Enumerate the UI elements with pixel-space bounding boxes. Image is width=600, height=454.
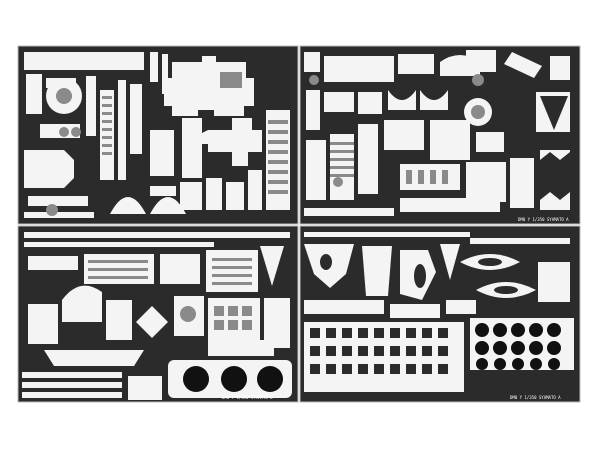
fret-bottom-left-caption: DM0 Y 1/350 SYAMATO B [222,395,273,400]
fret-top-left-details [46,72,288,216]
fret-bottom-left: DM0 Y 1/350 SYAMATO B [17,225,299,403]
fret-top-right-caption: DM0 Y 1/350 SYAMATO A [518,217,569,222]
fret-bottom-right-details [310,254,561,374]
fret-bottom-right-caption: DM0 Y 1/350 SYAMATO A [510,395,561,400]
fret-top-left [17,45,299,225]
fret-top-right-details [309,74,570,200]
fret-bottom-left-details [88,258,283,392]
fret-bottom-right: DM0 Y 1/350 SYAMATO A [299,225,581,403]
fret-top-right: DM0 Y 1/350 SYAMATO A [299,45,581,225]
fret-top-left-parts [24,52,290,218]
